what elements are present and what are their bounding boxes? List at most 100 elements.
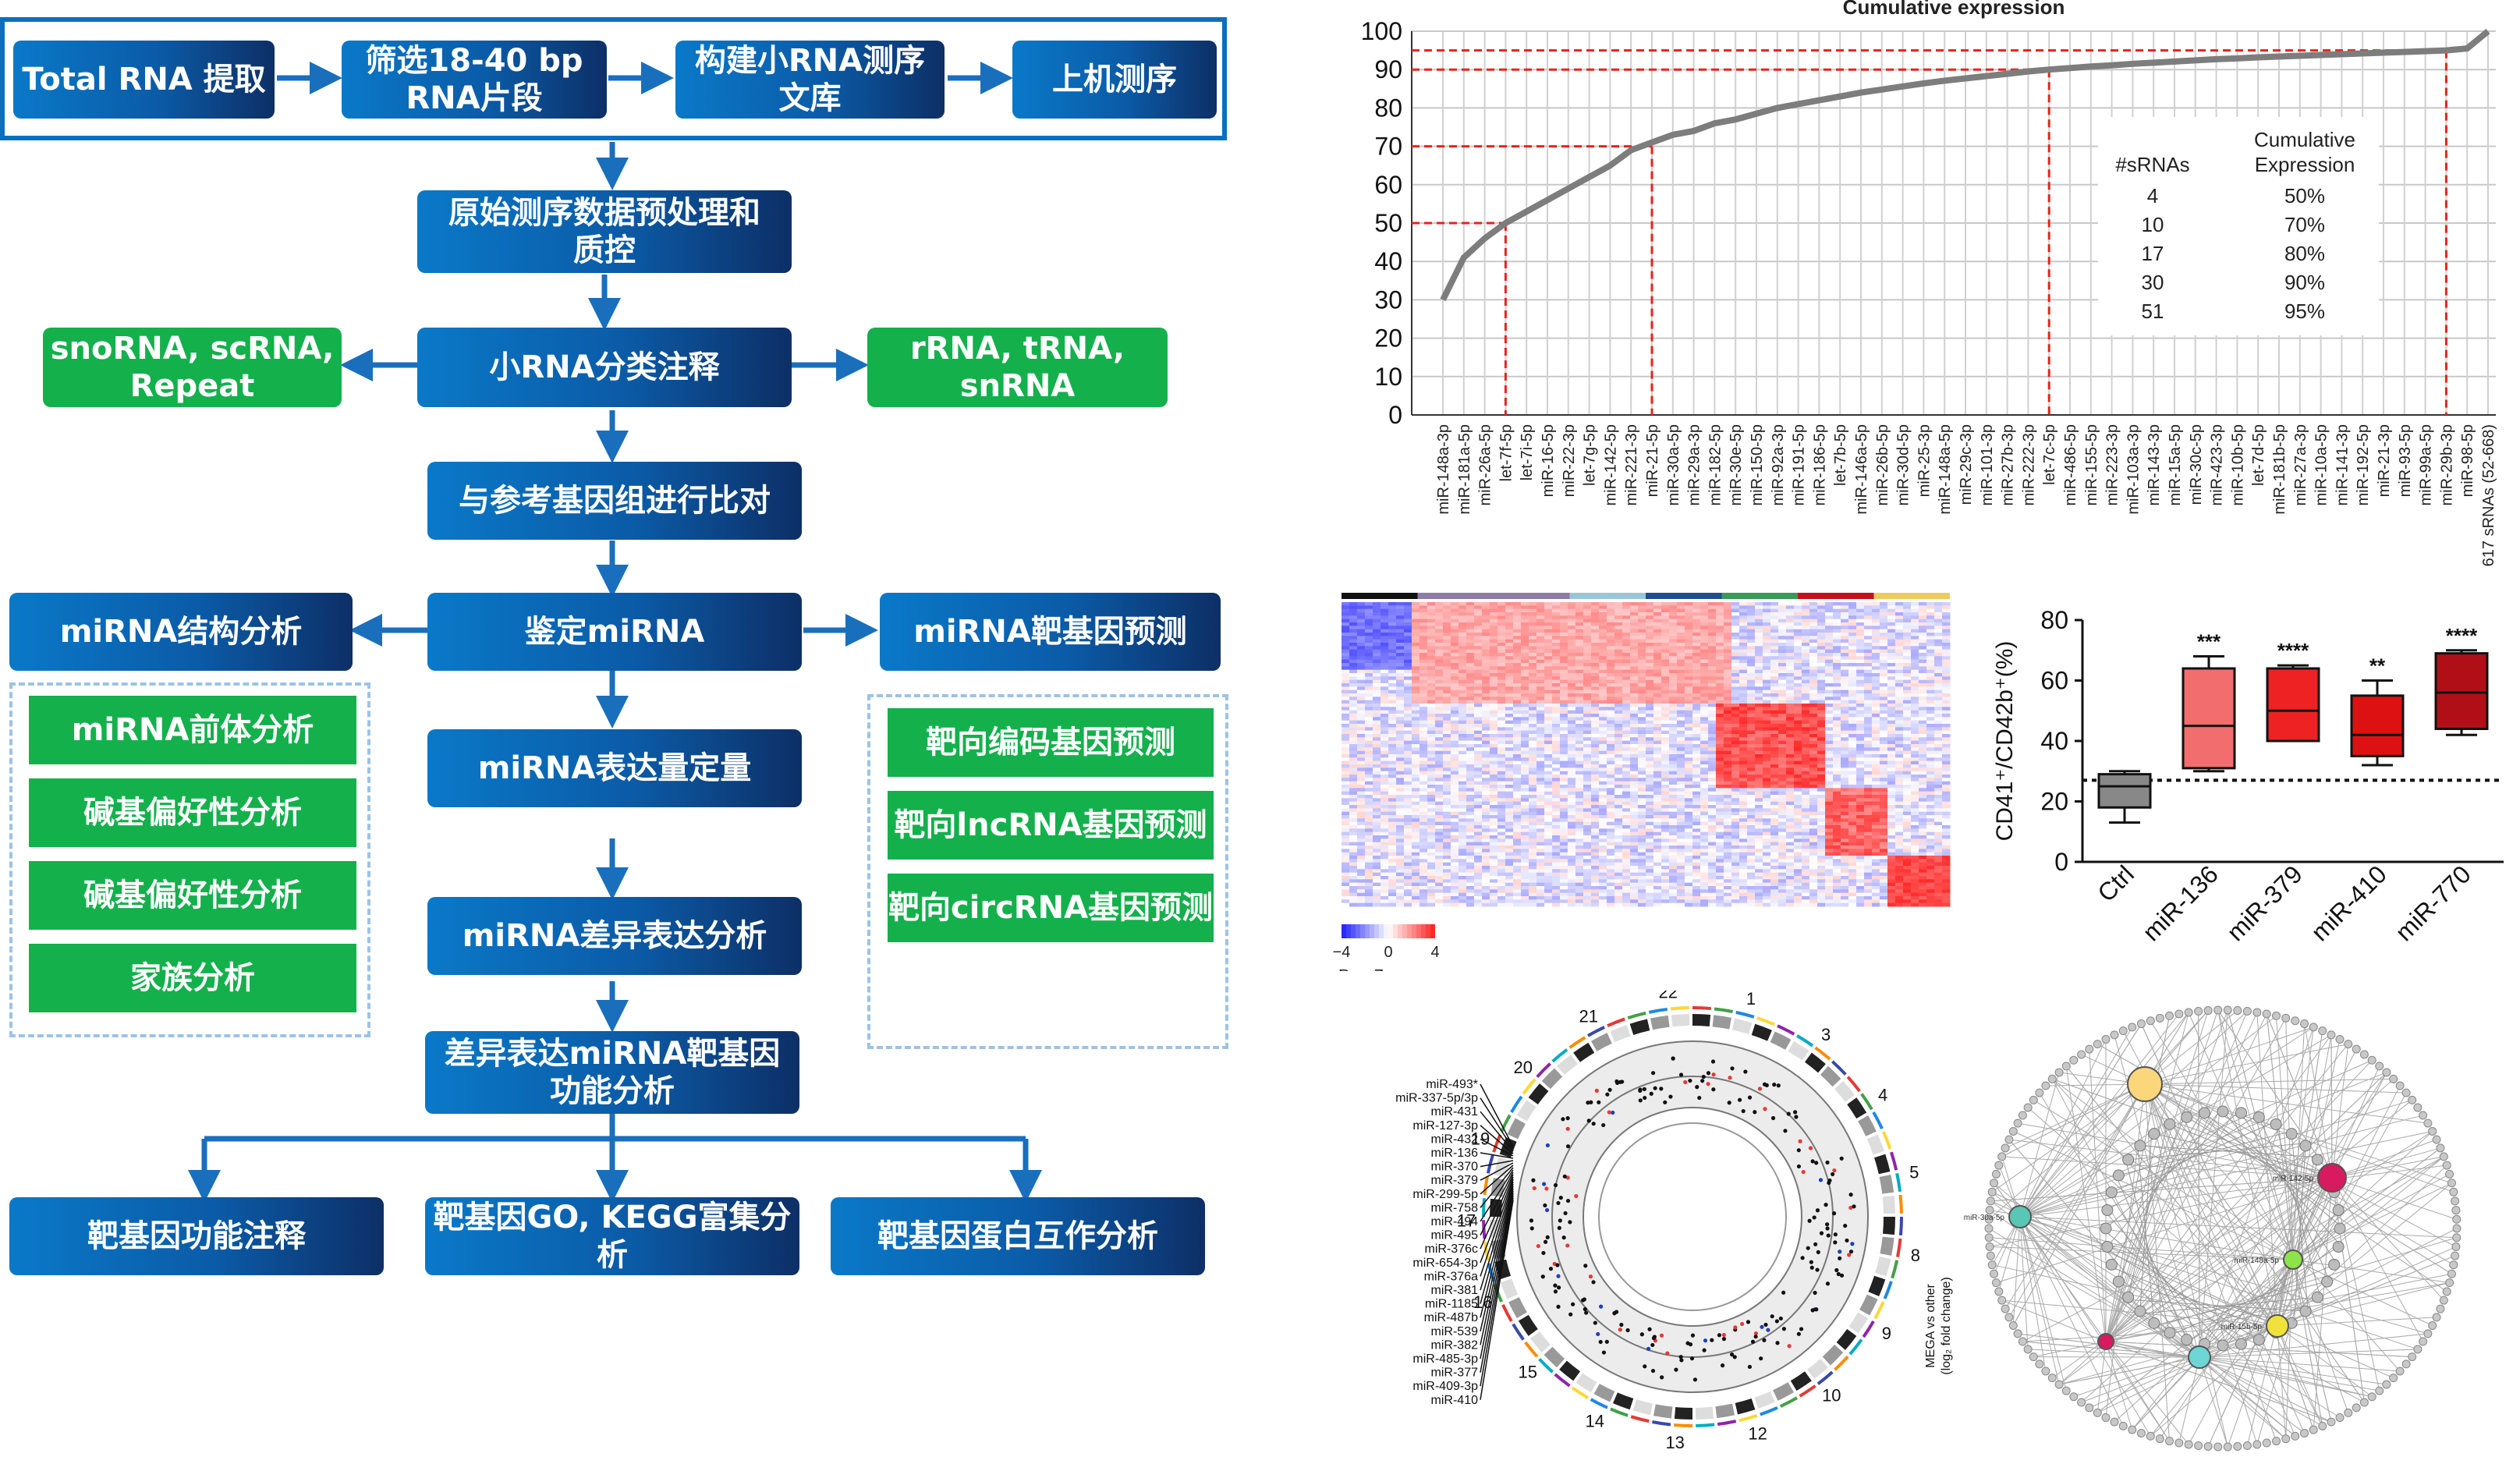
target-node	[1990, 1269, 1999, 1278]
target-node	[2451, 1242, 2461, 1251]
mirna-label: miR-485-3p	[1412, 1352, 1478, 1366]
target-node	[2174, 1438, 2184, 1448]
fold-change-point	[1814, 1307, 1819, 1312]
fold-change-point	[1650, 1342, 1655, 1348]
target-ppi: 靶基因蛋白互作分析	[831, 1197, 1205, 1275]
network-edge	[2105, 1231, 2242, 1345]
fold-change-point	[1819, 1231, 1824, 1235]
fold-change-point	[1679, 1358, 1684, 1363]
chromosome-color-arc	[1571, 1386, 1590, 1399]
fold-change-point	[1701, 1074, 1706, 1079]
x-tick-label: miR-21-5p	[1644, 424, 1661, 497]
network-node	[2148, 1128, 2160, 1140]
target-node	[1984, 1214, 1994, 1224]
fold-change-point	[1689, 1356, 1695, 1361]
chromosome-band	[1820, 1065, 1841, 1087]
x-tick-label: miR-22-3p	[1561, 424, 1578, 497]
chromosome-band	[1879, 1174, 1894, 1194]
target-node	[2213, 1005, 2223, 1015]
chromosome-label: 5	[1909, 1162, 1919, 1182]
target-node	[2352, 1403, 2361, 1413]
y-tick-label: 80	[1374, 94, 1402, 122]
fold-change-point	[1625, 1328, 1630, 1333]
chromosome-color-arc	[1735, 1010, 1755, 1019]
network-node	[2199, 1107, 2211, 1119]
fold-change-point	[1651, 1336, 1657, 1341]
fold-change-point	[1568, 1220, 1572, 1225]
network-edge	[2105, 1059, 2373, 1342]
fold-change-point	[1741, 1108, 1746, 1114]
target-node	[2013, 1329, 2022, 1338]
fold-change-point	[1747, 1095, 1753, 1100]
target-node	[2101, 1035, 2111, 1044]
label-connector	[1480, 1138, 1514, 1157]
fold-change-point	[1601, 1122, 1606, 1128]
fold-change-point	[1812, 1215, 1816, 1220]
heatmap-cells	[1342, 602, 1951, 907]
network-edge	[2277, 1164, 2447, 1327]
network-edge	[1991, 1083, 2146, 1193]
network-edge	[2012, 1216, 2021, 1326]
fold-change-point	[1647, 1327, 1652, 1331]
chromosome-band	[1508, 1297, 1527, 1318]
fold-change-point	[1611, 1110, 1615, 1115]
chromosome-color-arc	[1590, 1398, 1608, 1409]
target-node	[2004, 1313, 2014, 1322]
x-tick-label: miR-25-3p	[1916, 424, 1933, 497]
target-node	[2419, 1337, 2428, 1346]
target-node	[2085, 1044, 2094, 1054]
network-edge	[2266, 1013, 2294, 1260]
network-edge	[2304, 1023, 2333, 1179]
table-cell: 70%	[2284, 213, 2325, 236]
fold-change-point	[1586, 1101, 1590, 1105]
chromosome-color-arc	[1777, 1024, 1795, 1036]
chromosome-band	[1875, 1256, 1891, 1277]
x-tick-label: miR-103a-3p	[2125, 424, 2142, 515]
network-edge	[2199, 1356, 2323, 1427]
y-tick-label: 40	[2040, 727, 2068, 755]
network-edge	[2105, 1131, 2433, 1342]
fold-change-point	[1561, 1117, 1565, 1122]
fold-change-point	[1690, 1333, 1696, 1338]
target-node	[2035, 1359, 2044, 1369]
step-target-function: 差异表达miRNA靶基因 功能分析	[425, 1031, 799, 1114]
target-node	[2367, 1055, 2376, 1065]
network-edge	[1990, 1177, 2333, 1202]
x-tick-label: miR-30d-5p	[1895, 424, 1912, 505]
legend-tick: 4	[1430, 944, 1439, 961]
step-diff-expression: miRNA差异表达分析	[427, 897, 802, 975]
fold-change-point	[1565, 1144, 1571, 1149]
network-edge	[2105, 1111, 2238, 1229]
x-tick-label: miR-192-5p	[2355, 424, 2372, 505]
network-edge	[2019, 1216, 2419, 1350]
target-node	[1991, 1278, 2001, 1288]
significance-label: **	[2369, 654, 2386, 678]
network-edge	[2019, 1072, 2060, 1218]
network-edge	[2019, 1216, 2029, 1349]
network-node	[2122, 1154, 2135, 1166]
label-connector	[1480, 1190, 1514, 1345]
chromosome-band	[1754, 1391, 1775, 1409]
box-body	[2350, 694, 2405, 757]
network-edge	[2172, 1264, 2334, 1335]
fold-change-point	[1798, 1139, 1802, 1143]
target-node	[2447, 1179, 2456, 1188]
label-connector	[1480, 1174, 1514, 1250]
hub-label: miR-15b-5p	[2221, 1323, 2263, 1331]
network-edge	[2292, 1156, 2444, 1260]
network-node	[2334, 1222, 2346, 1235]
fold-change-point	[1775, 1341, 1780, 1345]
fold-change-point	[1833, 1232, 1838, 1237]
fold-change-point	[1813, 1290, 1817, 1296]
chromosome-band	[1847, 1097, 1867, 1119]
fold-change-point	[1619, 1322, 1624, 1328]
chromosome-color-arc	[1510, 1095, 1523, 1114]
network-edge	[2004, 1083, 2146, 1310]
fold-change-point	[1598, 1339, 1603, 1345]
sub-precursor-analysis: miRNA前体分析	[29, 696, 356, 764]
fold-change-point	[1850, 1242, 1855, 1246]
mirna-label: miR-431	[1431, 1105, 1479, 1118]
significance-label: ****	[2277, 639, 2309, 662]
target-node	[2233, 1441, 2242, 1451]
target-node	[2077, 1398, 2086, 1407]
